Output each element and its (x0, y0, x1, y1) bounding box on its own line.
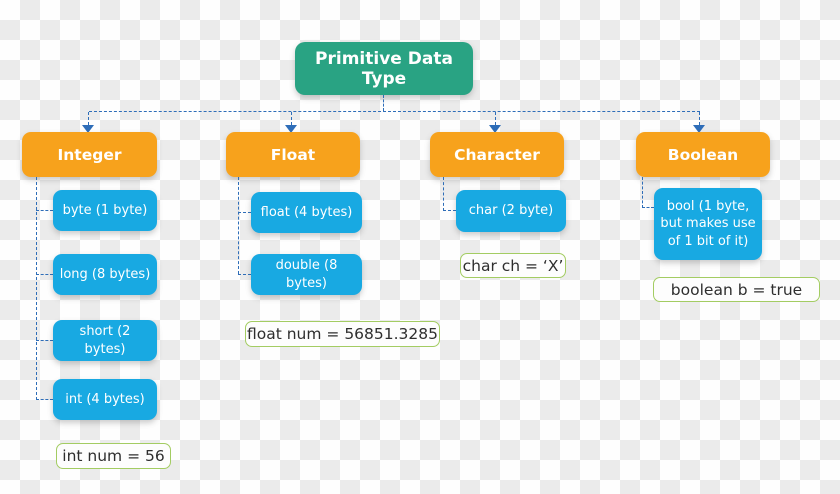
subtype-float: float (4 bytes) (251, 192, 362, 233)
node-boolean: Boolean (636, 132, 770, 177)
arrow-down-icon (82, 125, 94, 133)
example-boolean-b: boolean b = true (653, 277, 820, 302)
connector-root-stem (383, 95, 384, 111)
subtype-int: int (4 bytes) (53, 379, 157, 420)
subtype-char: char (2 byte) (456, 190, 566, 232)
connector-stub-short (36, 340, 53, 341)
connector-stub-char (443, 210, 456, 211)
connector-drop-integer (88, 112, 89, 125)
node-primitive-data-type: Primitive Data Type (295, 42, 473, 95)
connector-stub-int (36, 399, 53, 400)
subtype-long: long (8 bytes) (53, 254, 157, 295)
example-char-ch: char ch = ‘X’ (460, 253, 566, 278)
connector-drop-float (291, 112, 292, 125)
example-float-num: float num = 56851.3285 (245, 321, 440, 347)
subtype-short: short (2 bytes) (53, 320, 157, 361)
connector-stub-float (238, 212, 251, 213)
arrow-down-icon (489, 125, 501, 133)
connector-character-spine (443, 177, 444, 211)
connector-stub-double (238, 274, 251, 275)
connector-stub-byte (36, 210, 53, 211)
node-character: Character (430, 132, 564, 177)
node-float: Float (226, 132, 360, 177)
connector-drop-character (495, 112, 496, 125)
subtype-bool: bool (1 byte, but makes use of 1 bit of … (654, 188, 762, 260)
node-integer: Integer (22, 132, 157, 177)
connector-boolean-spine (642, 177, 643, 208)
example-int-num: int num = 56 (56, 443, 171, 469)
connector-stub-long (36, 274, 53, 275)
connector-integer-spine (36, 177, 37, 400)
connector-stub-bool (642, 207, 654, 208)
connector-float-spine (238, 177, 239, 274)
subtype-double: double (8 bytes) (251, 254, 362, 295)
connector-main-horizontal (89, 111, 700, 112)
arrow-down-icon (693, 125, 705, 133)
connector-drop-boolean (699, 112, 700, 125)
arrow-down-icon (285, 125, 297, 133)
subtype-byte: byte (1 byte) (53, 190, 157, 231)
